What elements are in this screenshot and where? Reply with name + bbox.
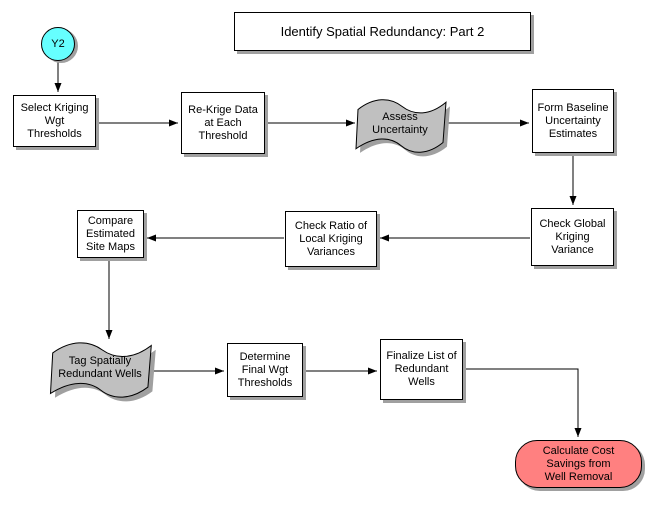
wave-shape (352, 95, 450, 157)
node-determine-final-wgt-thresholds[interactable]: Determine Final Wgt Thresholds (227, 343, 303, 397)
node-start-connector-y2[interactable]: Y2 (41, 27, 75, 61)
node-re-krige-data[interactable]: Re-Krige Data at Each Threshold (181, 92, 265, 154)
node-label: Calculate Cost Savings from Well Removal (542, 444, 615, 483)
diagram-title-box[interactable]: Identify Spatial Redundancy: Part 2 (234, 12, 531, 51)
node-select-kriging-wgt-thresholds[interactable]: Select Kriging Wgt Thresholds (13, 95, 96, 147)
node-check-ratio-local-variances[interactable]: Check Ratio of Local Kriging Variances (285, 211, 377, 267)
diagram-title: Identify Spatial Redundancy: Part 2 (280, 24, 485, 39)
node-calculate-cost-savings[interactable]: Calculate Cost Savings from Well Removal (515, 440, 642, 488)
node-label: Finalize List of Redundant Wells (386, 350, 457, 388)
wave-shape (46, 338, 156, 402)
node-label: Select Kriging Wgt Thresholds (20, 101, 89, 140)
node-label: Tag Spatially Redundant Wells (58, 355, 142, 380)
node-check-global-kriging-variance[interactable]: Check Global Kriging Variance (531, 208, 614, 266)
node-form-baseline-uncertainty[interactable]: Form Baseline Uncertainty Estimates (532, 89, 614, 153)
node-label: Check Ratio of Local Kriging Variances (294, 219, 368, 258)
node-finalize-list-redundant-wells[interactable]: Finalize List of Redundant Wells (380, 339, 463, 400)
node-label: Form Baseline Uncertainty Estimates (537, 101, 609, 140)
node-compare-estimated-site-maps[interactable]: Compare Estimated Site Maps (77, 210, 144, 258)
node-assess-uncertainty[interactable]: Assess Uncertainty (352, 95, 452, 157)
node-label: Re-Krige Data at Each Threshold (188, 103, 258, 142)
node-label: Compare Estimated Site Maps (86, 214, 135, 253)
node-tag-spatially-redundant-wells[interactable]: Tag Spatially Redundant Wells (46, 338, 158, 402)
arrow-finalize-to-calculate (464, 368, 582, 437)
node-label: Determine Final Wgt Thresholds (237, 350, 293, 389)
node-label: Assess Uncertainty (372, 111, 428, 136)
node-label: Check Global Kriging Variance (539, 217, 606, 256)
node-label: Y2 (51, 37, 65, 50)
